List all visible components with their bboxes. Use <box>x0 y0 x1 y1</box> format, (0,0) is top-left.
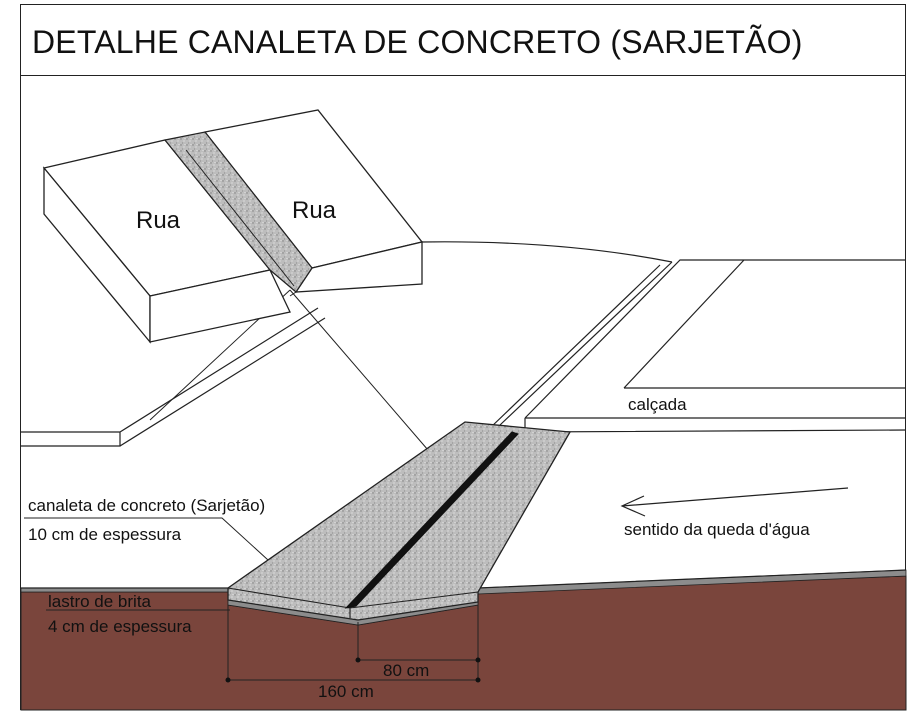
road-front-edge <box>21 569 907 589</box>
sidewalk-block <box>524 259 907 433</box>
dimension-markers <box>225 657 481 683</box>
channel-callout-line <box>24 517 269 561</box>
label-dim-full: 160 cm <box>318 682 374 701</box>
label-flow-direction: sentido da queda d'água <box>624 520 810 539</box>
label-dim-half: 80 cm <box>383 661 429 680</box>
dimension-lines <box>227 605 479 682</box>
road-curve <box>421 241 673 263</box>
title-bar <box>20 4 906 76</box>
flow-arrow-icon <box>620 487 849 517</box>
page-title: DETALHE CANALETA DE CONCRETO (SARJETÃO) <box>32 24 803 60</box>
curb-lines <box>489 261 673 429</box>
channel-front-face <box>227 587 479 618</box>
label-channel-name: canaleta de concreto (Sarjetão) <box>28 496 265 515</box>
concrete-channel <box>227 421 572 621</box>
label-road-right: Rua <box>292 197 337 224</box>
label-sidewalk: calçada <box>628 395 687 414</box>
label-gravel-name: lastro de brita <box>48 592 152 611</box>
inset-road-block <box>42 109 424 344</box>
channel-center-groove <box>344 431 519 609</box>
label-gravel-thickness: 4 cm de espessura <box>48 617 192 636</box>
road-far-edge-left <box>21 307 326 447</box>
label-channel-thickness: 10 cm de espessura <box>28 525 182 544</box>
label-road-left: Rua <box>136 207 181 234</box>
